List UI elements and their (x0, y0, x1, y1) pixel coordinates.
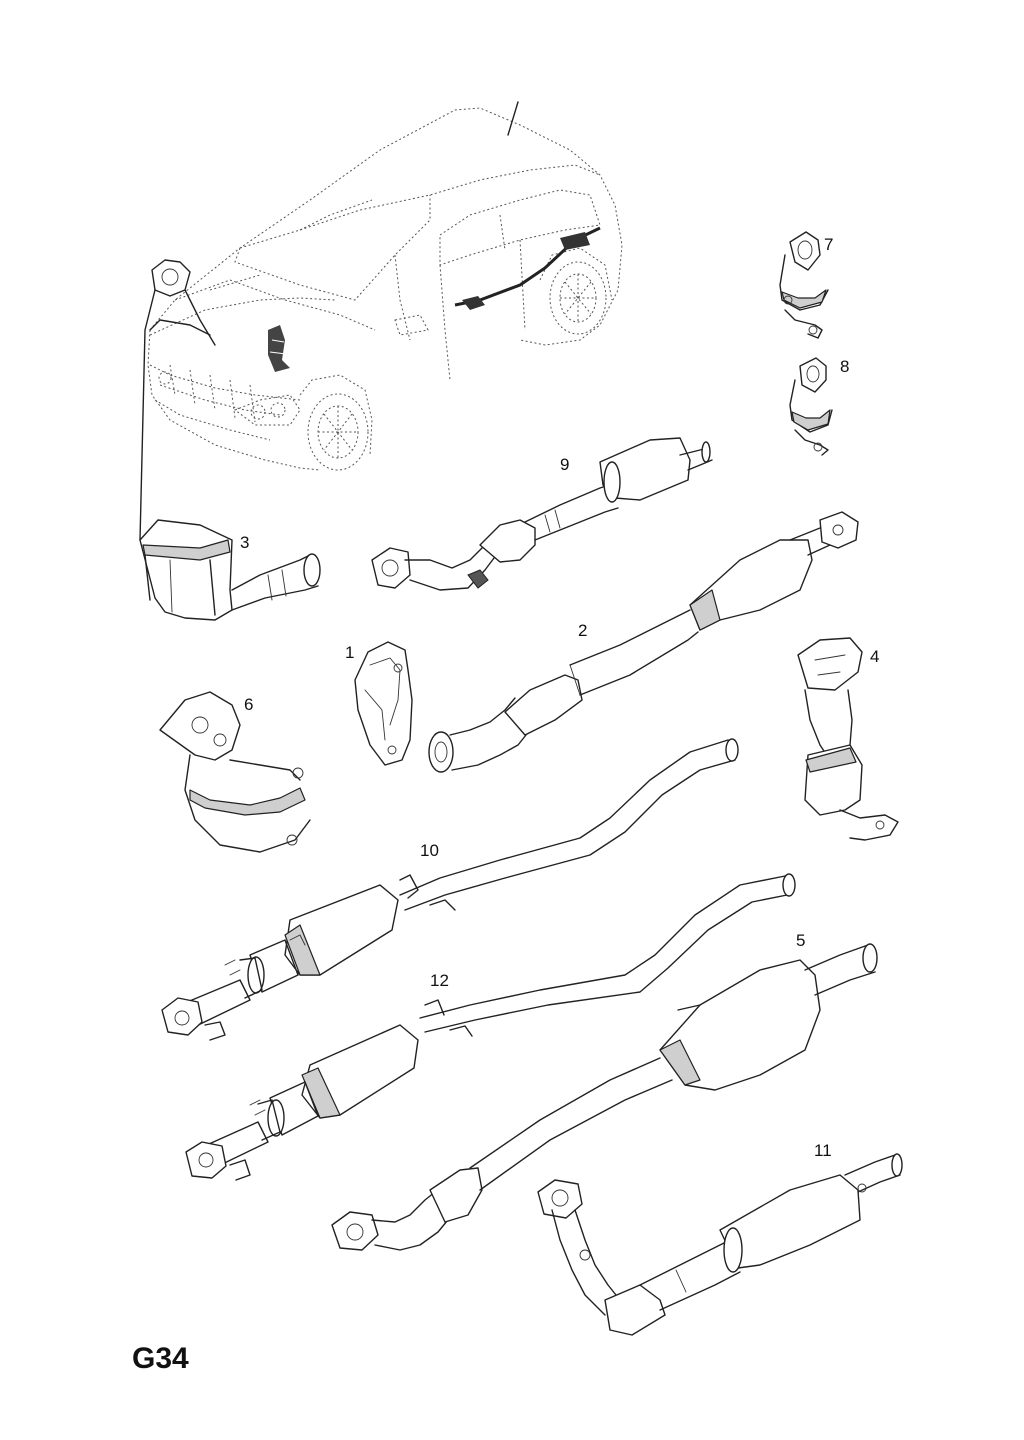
part-12-exhaust-pipe-with-filter (185, 873, 796, 1181)
part-3-catalytic-converter (139, 259, 321, 621)
label-11: 11 (814, 1141, 832, 1160)
label-1: 1 (345, 643, 354, 662)
part-1-heat-shield (354, 641, 413, 766)
part-10-exhaust-pipe-with-filter (161, 738, 739, 1041)
label-8: 8 (840, 357, 849, 376)
part-9-front-pipe-with-converter (371, 437, 713, 591)
part-5-front-pipe-with-converter (331, 943, 878, 1251)
part-6-manifold-converter (159, 691, 311, 853)
label-2: 2 (578, 621, 587, 640)
page-code: G34 (132, 1342, 189, 1375)
part-8-manifold-converter (789, 357, 833, 456)
label-3: 3 (240, 533, 249, 552)
label-4: 4 (870, 647, 879, 666)
part-11-front-pipe-with-converter (537, 1153, 903, 1336)
part-4-manifold-converter (797, 637, 899, 841)
car-illustration (147, 101, 623, 471)
label-5: 5 (796, 931, 805, 950)
label-12: 12 (430, 971, 449, 990)
label-7: 7 (824, 235, 833, 254)
label-9: 9 (560, 455, 569, 474)
part-7-manifold-converter (779, 231, 829, 339)
label-6: 6 (244, 695, 253, 714)
part-2-front-pipe-with-converter (428, 511, 859, 773)
label-10: 10 (420, 841, 439, 860)
